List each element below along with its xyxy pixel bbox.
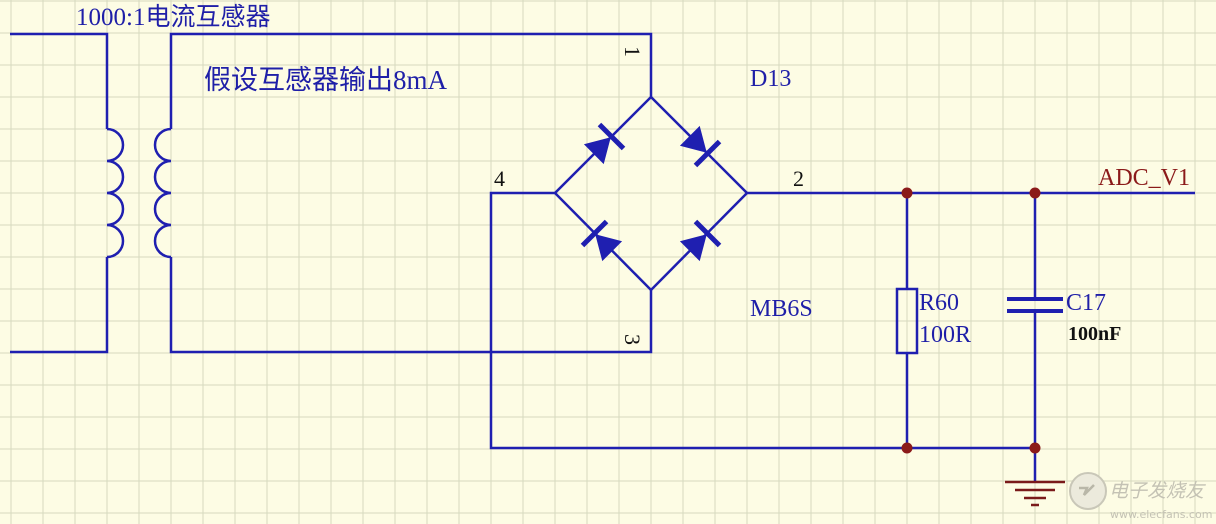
watermark: 电子发烧友 www.elecfans.com (1069, 472, 1212, 521)
primary-bottom-wire (10, 257, 109, 354)
ct-ratio-label: 1000:1电流互感器 (76, 3, 270, 31)
pin-2-label: 2 (793, 166, 804, 191)
watermark-logo-icon (1069, 472, 1107, 510)
junction-dot (1029, 187, 1041, 199)
bridge-outline (553, 95, 749, 292)
resistor-value-label: 100R (919, 322, 971, 348)
pin-4-label: 4 (494, 166, 505, 191)
diode-lower-right (679, 219, 722, 262)
watermark-text: 电子发烧友 (1109, 480, 1206, 502)
labels: 1000:1电流互感器 假设互感器输出8mA D13 MB6S 1 3 2 4 … (76, 3, 1190, 348)
ground-symbol (1005, 480, 1065, 507)
resistor-ref-label: R60 (919, 290, 959, 316)
bridge-part-label: MB6S (750, 296, 813, 322)
pin4-wire (489, 191, 1035, 450)
diode-upper-right (679, 125, 722, 168)
diode-upper-left (583, 122, 626, 165)
junction-dot (901, 442, 913, 454)
wires (10, 32, 1195, 482)
diode-lower-left (580, 219, 623, 262)
bridge-rectifier-d13 (553, 95, 749, 292)
resistor-r60-body (895, 287, 919, 355)
secondary-coil (153, 127, 172, 259)
primary-top-wire (10, 32, 109, 129)
bridge-ref-label: D13 (750, 66, 791, 92)
capacitor-value-label: 100nF (1068, 323, 1121, 345)
watermark-url: www.elecfans.com (1110, 508, 1212, 521)
capacitor-ref-label: C17 (1066, 290, 1106, 316)
pin-3-label: 3 (620, 334, 645, 345)
primary-coil (106, 127, 125, 259)
transformer-coils (106, 127, 172, 259)
secondary-bottom-wire (169, 257, 653, 354)
junction-dots (901, 187, 1041, 454)
secondary-top-wire (169, 32, 653, 129)
junction-dot (1029, 442, 1041, 454)
capacitor-c17 (1007, 297, 1063, 313)
net-label-adc-v1: ADC_V1 (1098, 165, 1190, 191)
pin-1-label: 1 (620, 46, 645, 57)
ct-assumption-label: 假设互感器输出8mA (204, 65, 448, 95)
junction-dot (901, 187, 913, 199)
